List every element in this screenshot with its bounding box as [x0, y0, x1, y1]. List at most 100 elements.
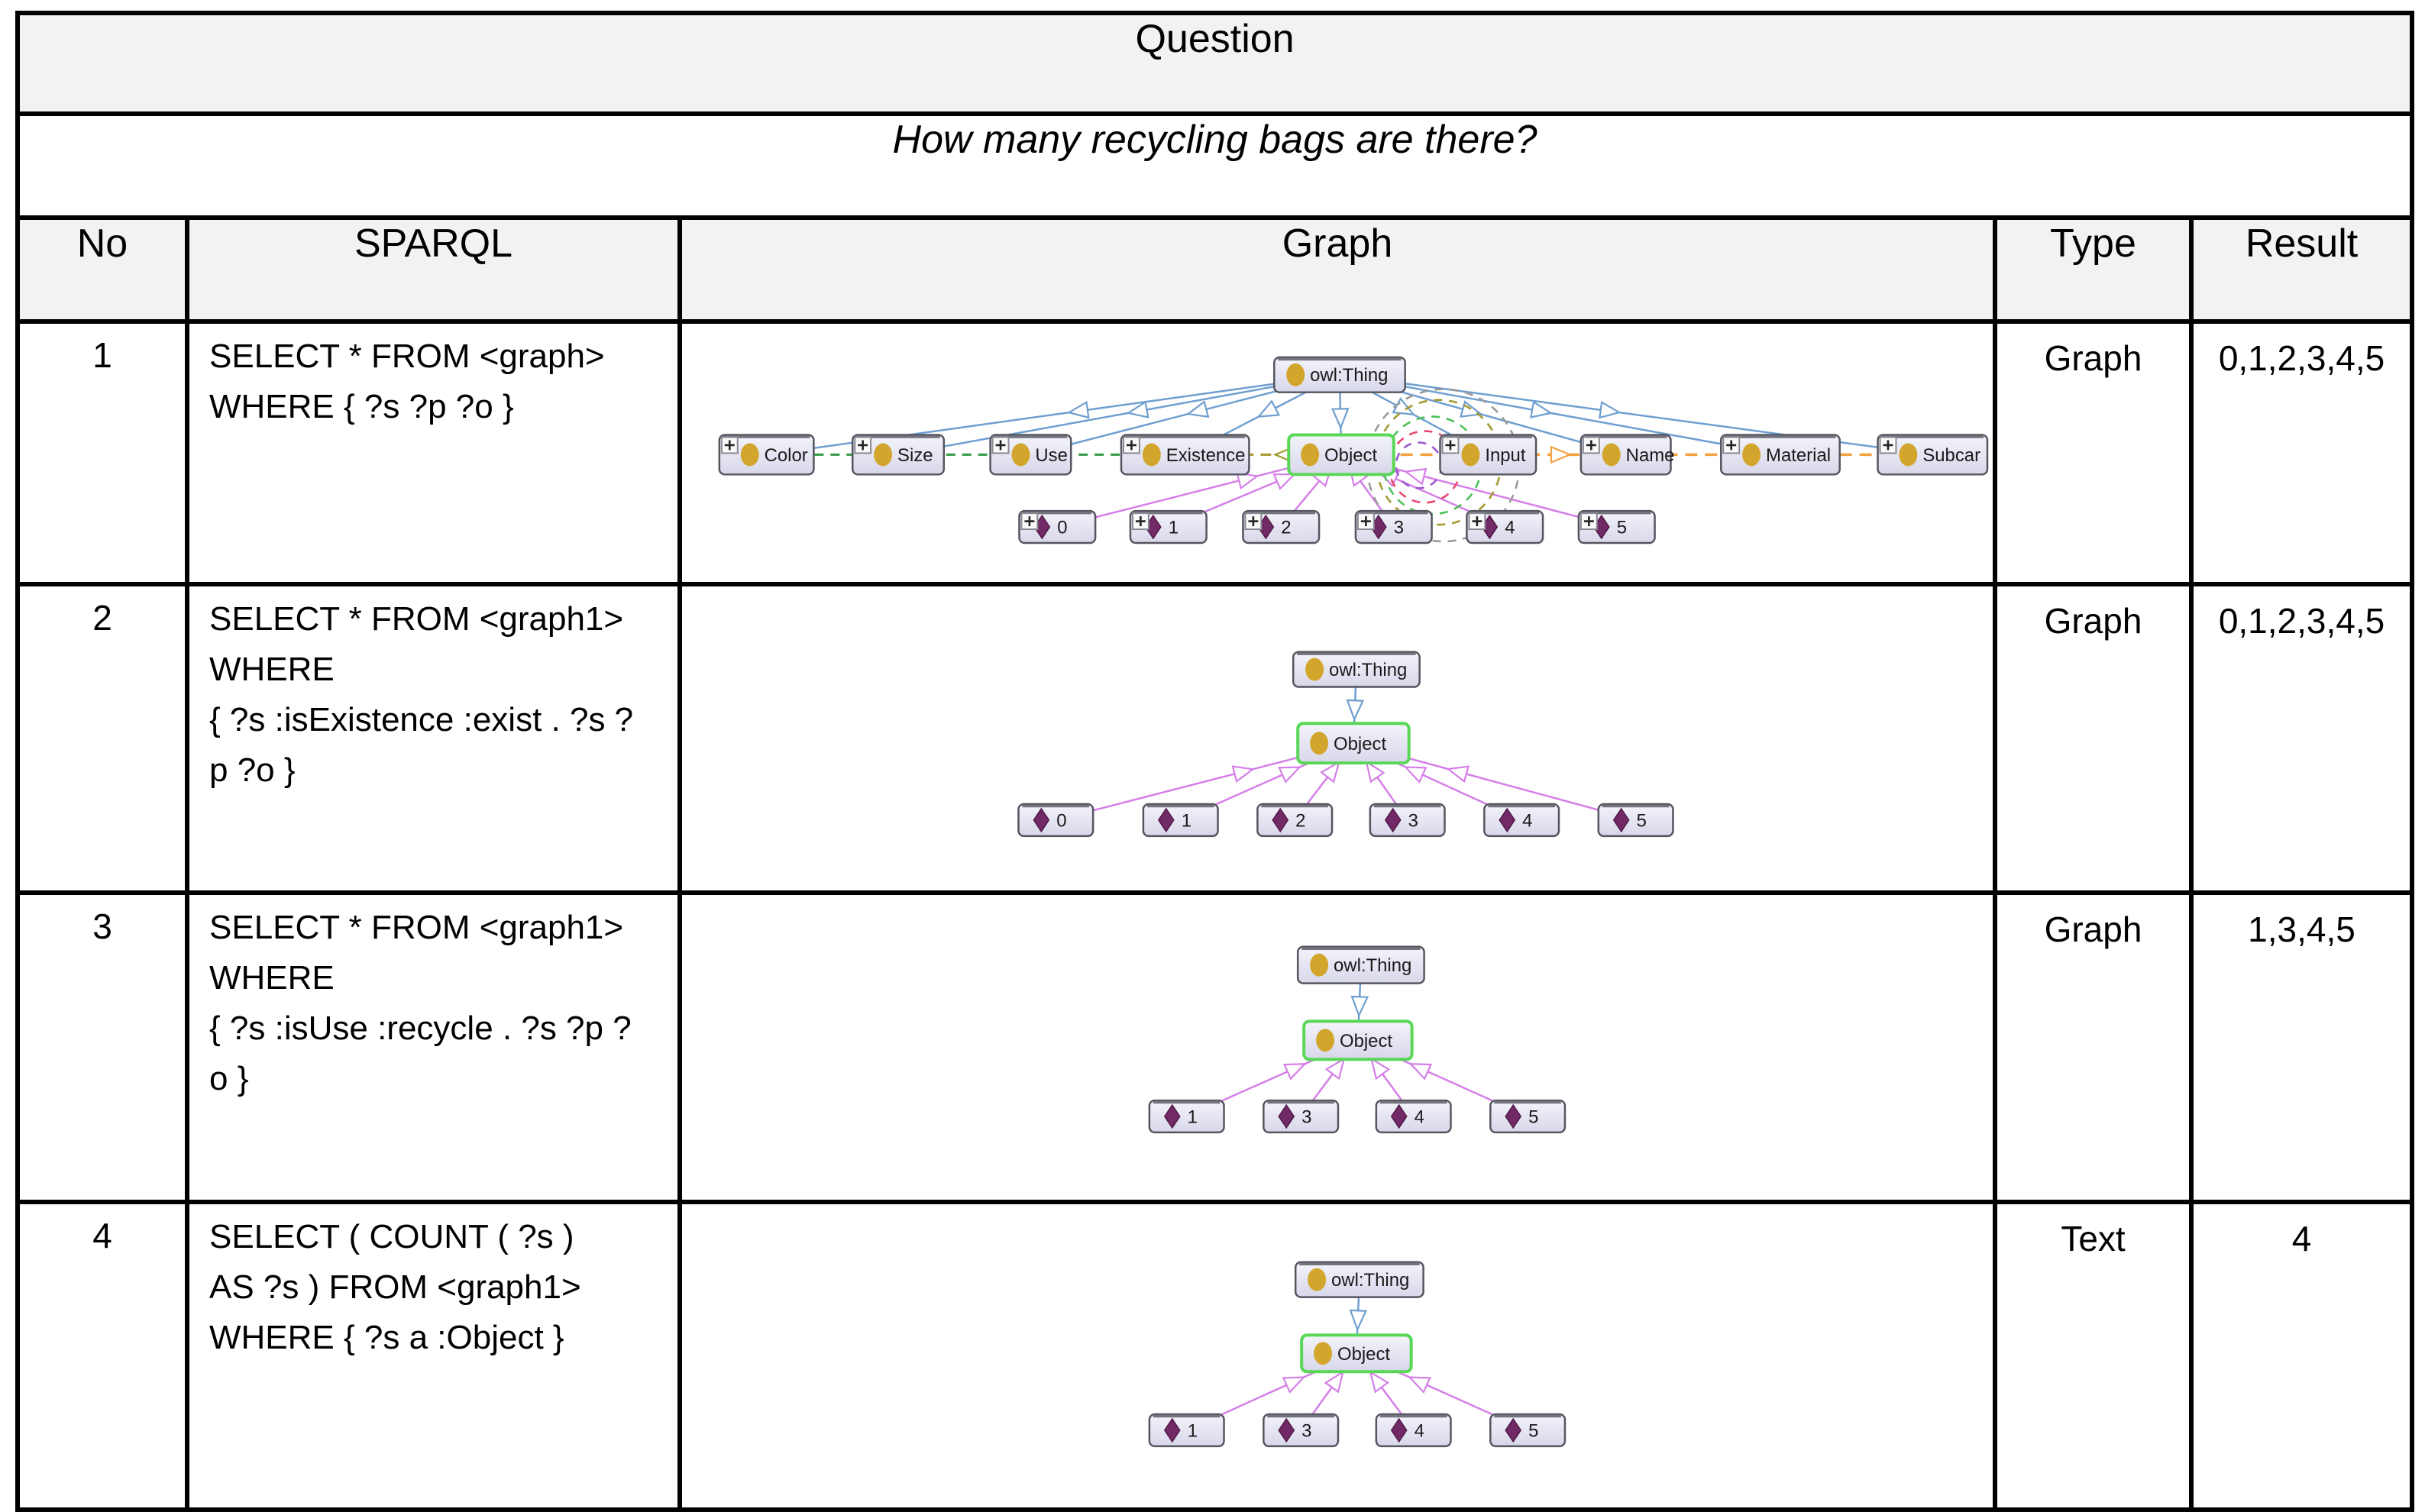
result-type: Graph — [1993, 319, 2194, 586]
graph-node-label: Size — [897, 445, 933, 466]
instance-icon — [1163, 1103, 1181, 1129]
result-value: 0,1,2,3,4,5 — [2188, 319, 2415, 586]
header-row: No SPARQL Graph Type Result — [15, 215, 2415, 324]
graph-node-label: 3 — [1394, 518, 1404, 538]
question-row: How many recycling bags are there? — [15, 111, 2415, 220]
graph-node-1: 1 — [1142, 803, 1219, 838]
graph-node-use: Use — [989, 434, 1072, 476]
graph-node-label: Object — [1334, 734, 1386, 754]
graph-node-owl-thing: owl:Thing — [1292, 651, 1421, 688]
expand-plus-icon — [1020, 512, 1039, 531]
graph-node-label: 5 — [1528, 1420, 1538, 1441]
edge-arrowhead-icon — [1256, 399, 1281, 418]
row-number: 4 — [15, 1200, 189, 1512]
result-type: Text — [1993, 1200, 2194, 1512]
expand-plus-icon — [1579, 512, 1598, 531]
edge-arrowhead-icon — [1320, 760, 1340, 783]
graph-node-3: 3 — [1263, 1413, 1340, 1448]
graph-node-label: Color — [765, 445, 808, 466]
edge-arrowhead-icon — [1550, 445, 1573, 464]
graph-node-label: 3 — [1408, 810, 1418, 831]
graph-node-label: 2 — [1281, 518, 1291, 538]
graph-node-4: 4 — [1375, 1413, 1452, 1448]
result-value: 4 — [2188, 1200, 2415, 1512]
graph-node-label: Existence — [1166, 445, 1246, 466]
instance-icon — [1612, 807, 1630, 833]
edge-arrowhead-icon — [1446, 765, 1470, 783]
class-icon — [1316, 1029, 1335, 1052]
graph-node-color: Color — [718, 434, 815, 476]
class-icon — [1011, 443, 1030, 467]
graph-node-2: 2 — [1242, 509, 1321, 544]
question-table: Question How many recycling bags are the… — [15, 11, 2415, 1512]
expand-plus-icon — [1441, 436, 1460, 454]
expand-plus-icon — [991, 436, 1010, 454]
sparql-query: SELECT * FROM <graph1> WHERE { ?s :isExi… — [185, 582, 682, 895]
instance-icon — [1390, 1417, 1408, 1443]
edge-arrowhead-icon — [1236, 472, 1259, 490]
graph-node-label: 4 — [1415, 1107, 1424, 1127]
graph-node-1: 1 — [1148, 1413, 1225, 1448]
edge-arrowhead-icon — [1403, 766, 1428, 783]
class-icon — [1286, 363, 1305, 386]
edge-arrowhead-icon — [1282, 1376, 1306, 1394]
graph-node-label: owl:Thing — [1334, 955, 1411, 976]
graph-node-label: owl:Thing — [1310, 365, 1388, 386]
class-icon — [1602, 443, 1621, 467]
col-header-no: No — [15, 215, 189, 324]
edge-arrowhead-icon — [1272, 473, 1297, 490]
sparql-query: SELECT ( COUNT ( ?s ) AS ?s ) FROM <grap… — [185, 1200, 682, 1512]
graph-node-label: 3 — [1301, 1107, 1311, 1127]
instance-icon — [1384, 807, 1402, 833]
graph-node-owl-thing: owl:Thing — [1296, 945, 1425, 984]
expand-plus-icon — [1244, 512, 1263, 531]
class-icon — [1461, 443, 1480, 467]
graph-node-1: 1 — [1148, 1099, 1225, 1134]
graph-node-label: 1 — [1188, 1107, 1198, 1127]
edge-arrowhead-icon — [1278, 766, 1302, 783]
graph-node-3: 3 — [1369, 803, 1446, 838]
graph-node-object: Object — [1300, 1333, 1413, 1374]
col-header-graph: Graph — [677, 215, 1997, 324]
row-number: 2 — [15, 582, 189, 895]
table-row: 1 SELECT * FROM <graph> WHERE { ?s ?p ?o… — [15, 319, 2415, 586]
graph-node-label: 5 — [1637, 810, 1647, 831]
instance-icon — [1499, 807, 1516, 833]
graph-node-label: 2 — [1295, 810, 1305, 831]
graph-node-label: 0 — [1057, 518, 1067, 538]
edge-arrowhead-icon — [1349, 1309, 1368, 1332]
expand-plus-icon — [1356, 512, 1375, 531]
graph-node-label: owl:Thing — [1329, 660, 1407, 680]
graph-node-owl-thing: owl:Thing — [1273, 356, 1406, 393]
question-text: How many recycling bags are there? — [15, 111, 2415, 220]
class-icon — [1742, 443, 1761, 467]
expand-plus-icon — [1468, 512, 1486, 531]
graph-node-object: Object — [1296, 722, 1411, 765]
graph-node-label: 1 — [1188, 1420, 1198, 1441]
edge-arrowhead-icon — [1408, 1376, 1431, 1394]
class-icon — [1142, 443, 1161, 467]
edge-arrowhead-icon — [1331, 408, 1350, 430]
graph-node-label: Object — [1324, 445, 1377, 466]
edge-arrowhead-icon — [1529, 400, 1554, 418]
graph-node-subcar: Subcar — [1877, 434, 1989, 476]
graph-node-5: 5 — [1489, 1413, 1567, 1448]
graph-node-label: 4 — [1505, 518, 1515, 538]
expand-plus-icon — [1582, 436, 1600, 454]
graph-node-label: 5 — [1617, 518, 1627, 538]
instance-icon — [1157, 807, 1175, 833]
class-icon — [1305, 657, 1324, 681]
graph-node-label: Use — [1035, 445, 1068, 466]
edge-arrowhead-icon — [1324, 1057, 1346, 1081]
graph-node-label: Object — [1340, 1031, 1392, 1052]
graph-node-3: 3 — [1354, 509, 1433, 544]
graph-node-label: Input — [1485, 445, 1526, 466]
